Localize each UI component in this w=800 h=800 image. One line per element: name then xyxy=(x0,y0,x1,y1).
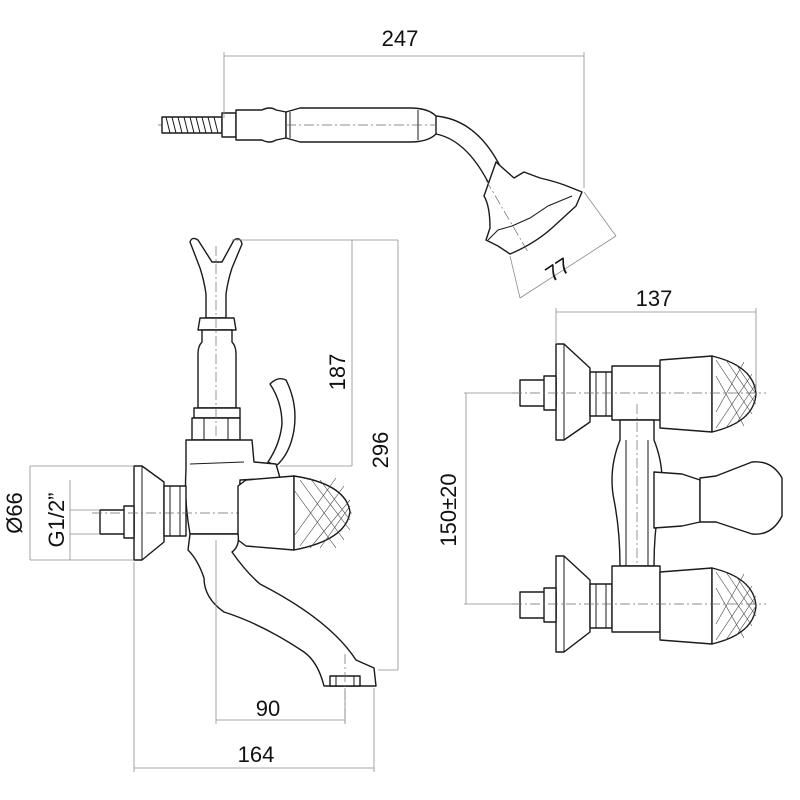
dim-label-296: 296 xyxy=(368,432,393,469)
upper-handle-assembly xyxy=(512,343,766,441)
dimension-137: 137 xyxy=(555,286,757,390)
wall-flange xyxy=(92,465,352,561)
mixer-front-view: 137 150±20 xyxy=(436,286,783,653)
dimension-247: 247 xyxy=(223,26,585,188)
shower-hose xyxy=(158,116,228,134)
hand-shower: 247 77 xyxy=(158,26,617,299)
dimension-296: 296 xyxy=(352,239,399,671)
shower-handle xyxy=(221,107,437,143)
dim-label-187: 187 xyxy=(325,354,350,391)
shower-neck xyxy=(435,115,503,183)
lower-handle-assembly xyxy=(512,555,766,653)
dim-label-thread: G1/2” xyxy=(44,492,69,547)
dimension-150: 150±20 xyxy=(436,392,520,605)
dim-label-164: 164 xyxy=(238,742,275,767)
diverter-lever xyxy=(267,377,296,467)
dim-label-90: 90 xyxy=(256,696,280,721)
dim-label-77: 77 xyxy=(541,253,575,287)
dim-label-diameter: Ø66 xyxy=(2,492,27,534)
dimension-187: 187 xyxy=(232,239,353,467)
dim-label-247: 247 xyxy=(382,26,419,51)
dimension-164: 164 xyxy=(133,562,375,772)
side-handle-knob xyxy=(237,475,351,551)
center-connector xyxy=(611,404,783,580)
dim-label-137: 137 xyxy=(636,286,673,311)
dimension-90: 90 xyxy=(215,540,346,724)
mixer-body xyxy=(184,439,281,535)
holder-column xyxy=(191,246,241,460)
shower-head xyxy=(483,161,583,255)
dimension-connection: Ø66 G1/2” xyxy=(2,465,134,561)
mixer-side-view: 187 296 Ø66 G1/2” 90 xyxy=(2,237,399,772)
dim-label-150: 150±20 xyxy=(436,473,461,546)
